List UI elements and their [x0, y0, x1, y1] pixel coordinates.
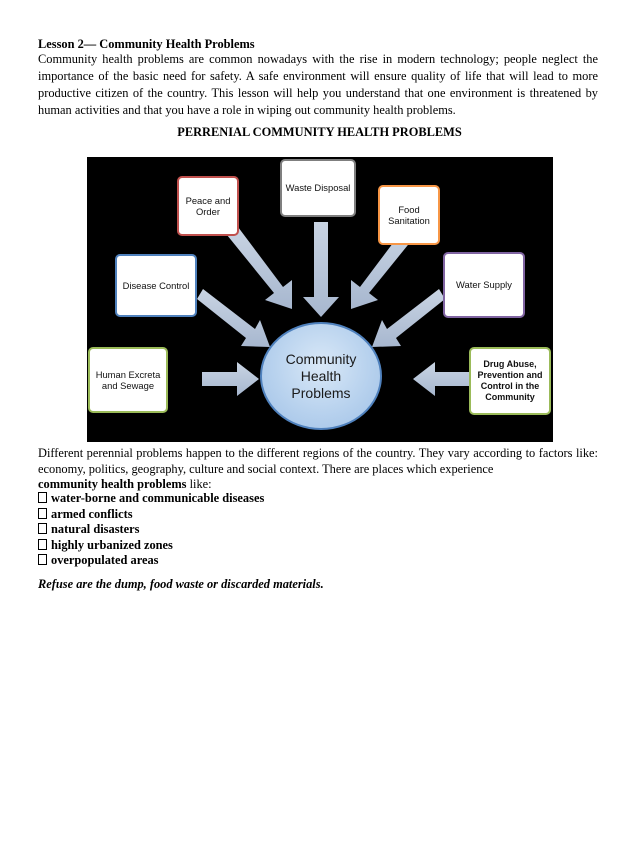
list-item-text: armed conflicts	[51, 506, 133, 521]
node-community-health-problems: Community Health Problems	[260, 322, 382, 430]
diagram-arrows	[197, 222, 470, 396]
checkbox-icon	[38, 554, 47, 565]
center-line-3: Problems	[291, 384, 351, 401]
list-item: water-borne and communicable diseases	[38, 491, 264, 507]
lesson-title: Lesson 2— Community Health Problems	[38, 37, 255, 51]
center-line-1: Community	[285, 350, 357, 367]
factors-bold-term: community health problems	[38, 477, 187, 491]
list-item-text: highly urbanized zones	[51, 537, 173, 552]
problem-list: water-borne and communicable diseases ar…	[38, 491, 264, 569]
arrow-disease-control	[197, 289, 270, 347]
arrow-peace-order	[227, 227, 292, 309]
node-waste-disposal: Waste Disposal	[280, 159, 356, 217]
list-item-text: natural disasters	[51, 522, 140, 536]
arrow-drug-abuse	[413, 362, 470, 396]
node-human-excreta: Human Excreta and Sewage	[88, 347, 168, 413]
factors-text: Different perennial problems happen to t…	[38, 446, 598, 476]
list-item: armed conflicts	[38, 507, 264, 523]
arrow-human-excreta	[202, 362, 259, 396]
section-heading: PERRENIAL COMMUNITY HEALTH PROBLEMS	[177, 125, 462, 139]
node-water-supply: Water Supply	[443, 252, 525, 318]
node-disease-control: Disease Control	[115, 254, 197, 317]
arrow-water-supply	[372, 289, 445, 347]
list-item-text: overpopulated areas	[51, 553, 159, 567]
intro-paragraph: Community health problems are common now…	[38, 52, 598, 117]
node-drug-abuse: Drug Abuse, Prevention and Control in th…	[469, 347, 551, 415]
list-item: natural disasters	[38, 522, 264, 538]
center-line-2: Health	[300, 367, 342, 384]
factors-paragraph: Different perennial problems happen to t…	[38, 446, 598, 493]
checkbox-icon	[38, 523, 47, 534]
refuse-note: Refuse are the dump, food waste or disca…	[38, 577, 324, 591]
list-item: overpopulated areas	[38, 553, 264, 569]
list-item-text: water-borne and communicable diseases	[51, 491, 265, 505]
node-peace-and-order: Peace and Order	[177, 176, 239, 236]
node-food-sanitation: Food Sanitation	[378, 185, 440, 245]
factors-tail: like:	[186, 477, 212, 491]
checkbox-icon	[38, 507, 47, 519]
checkbox-icon	[38, 538, 47, 550]
arrow-waste-disposal	[303, 222, 339, 317]
community-health-diagram: Peace and Order Waste Disposal Food Sani…	[87, 157, 553, 442]
arrow-food-sanitation	[351, 227, 416, 309]
checkbox-icon	[38, 492, 47, 503]
list-item: highly urbanized zones	[38, 538, 264, 554]
